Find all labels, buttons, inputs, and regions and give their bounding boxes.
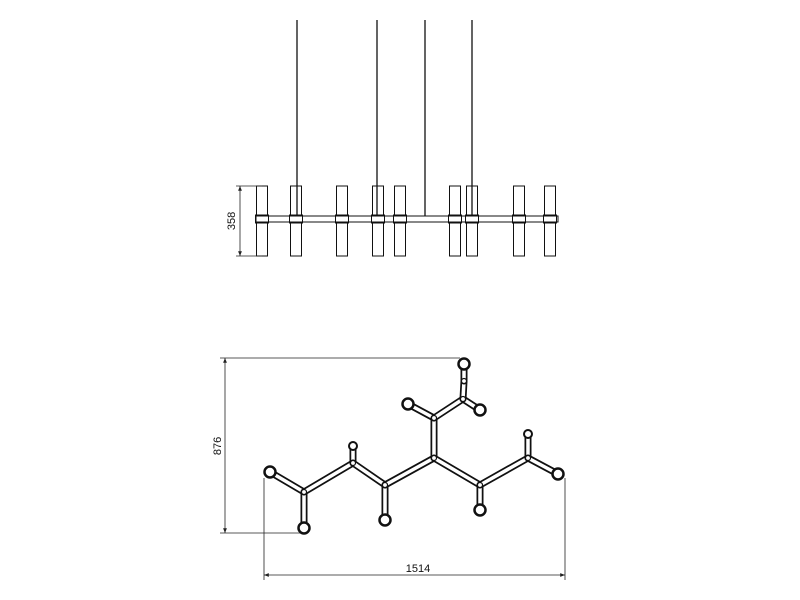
light-tube-lower [544,222,556,257]
light-node [473,503,487,517]
light-tube-lower [256,222,268,257]
light-node-small [523,429,533,439]
light-nodes [263,357,565,535]
depth-dimension: 876 [212,357,460,534]
arm [476,454,532,489]
light-tube-lower [290,222,302,257]
depth-label: 876 [212,437,224,455]
light-node [297,521,311,535]
joint [459,395,467,403]
light-node [551,467,565,481]
width-dimension: 1514 [263,478,566,580]
light-node [378,513,392,527]
branch-arms [266,360,562,532]
light-tube-upper [290,185,302,216]
tube-connector [543,214,557,224]
light-tube-lower [466,222,478,257]
tube-connector [335,214,349,224]
arm [300,459,357,496]
tube-connector [448,214,462,224]
front-height-label: 358 [226,212,238,230]
tube-connector [512,214,526,224]
joint [430,414,438,422]
light-node [263,465,277,479]
light-tube-upper [513,185,525,216]
arm [430,395,467,422]
arm [349,459,389,489]
front-elevation-view: 358 [226,20,559,257]
light-node-small [348,441,358,451]
tube-connector [465,214,479,224]
tube-connector [371,214,385,224]
width-label: 1514 [406,563,430,575]
light-tube-lower [372,222,384,257]
light-tube-upper [256,185,268,216]
light-tube-lower [449,222,461,257]
tube-connector [393,214,407,224]
tube-connector [255,214,269,224]
light-tube-upper [544,185,556,216]
tube-connector [289,214,303,224]
light-tube-upper [336,185,348,216]
front-height-dimension: 358 [226,185,262,257]
joint [476,481,484,489]
light-tube-lower [394,222,406,257]
suspension-cables [296,20,473,216]
light-node [473,403,487,417]
light-tube-upper [372,185,384,216]
light-tube-lower [513,222,525,257]
joint [349,459,357,467]
light-tubes [255,185,557,257]
joint [300,488,308,496]
light-node [457,357,471,371]
light-node [401,397,415,411]
top-plan-view: 876 1514 [212,357,566,580]
light-tube-lower [336,222,348,257]
light-tube-upper [394,185,406,216]
joint [460,377,468,385]
joint [381,481,389,489]
light-tube-upper [449,185,461,216]
joint [524,454,532,462]
joint [430,454,438,462]
arm [430,454,484,489]
arm [381,454,438,489]
